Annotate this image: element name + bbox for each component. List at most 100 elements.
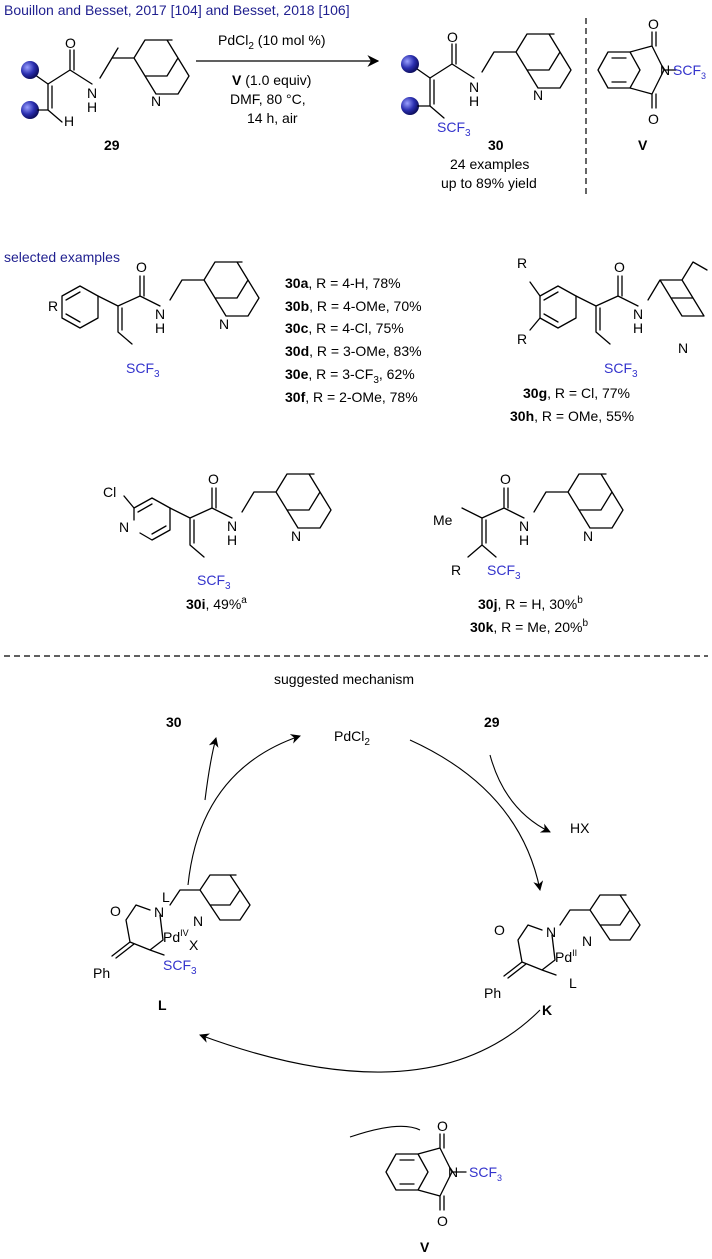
svg-text:O: O (437, 1213, 448, 1229)
svg-text:N: N (583, 528, 593, 544)
svg-text:PdII: PdII (555, 948, 577, 965)
svg-text:30c, R = 4-Cl, 75%: 30c, R = 4-Cl, 75% (285, 320, 404, 336)
svg-text:SCF3: SCF3 (197, 572, 231, 592)
reaction-arrow: PdCl2 (10 mol %) V (1.0 equiv) DMF, 80 °… (196, 32, 380, 126)
mech-substrate-29: 29 (484, 714, 500, 730)
svg-text:R: R (517, 255, 527, 271)
mechanism-title: suggested mechanism (274, 671, 414, 687)
reagent-V-top: O N O SCF3 V (597, 16, 706, 153)
svg-text:N: N (219, 316, 229, 332)
svg-text:H: H (64, 113, 74, 129)
svg-text:R: R (451, 562, 461, 578)
svg-text:N: N (193, 913, 203, 929)
svg-text:H: H (227, 532, 237, 548)
svg-text:PdCl2 (10 mol %): PdCl2 (10 mol %) (218, 32, 326, 52)
svg-text:O: O (494, 922, 505, 938)
svg-text:N: N (678, 340, 688, 356)
mech-byproduct-HX: HX (570, 820, 590, 836)
svg-text:SCF3: SCF3 (673, 62, 706, 81)
selected-examples-title: selected examples (4, 249, 120, 265)
svg-text:30i, 49%a: 30i, 49%a (186, 595, 247, 612)
svg-text:N: N (87, 85, 97, 101)
svg-text:H: H (519, 532, 529, 548)
svg-text:Ph: Ph (93, 965, 110, 981)
svg-text:up to 89% yield: up to 89% yield (441, 175, 537, 191)
svg-text:24 examples: 24 examples (450, 156, 529, 172)
mech-catalyst: PdCl2 (334, 728, 370, 748)
label-30: 30 (488, 137, 504, 153)
svg-text:O: O (500, 471, 511, 487)
svg-text:N: N (660, 62, 670, 78)
label-K: K (542, 1002, 552, 1018)
svg-text:30b, R = 4-OMe, 70%: 30b, R = 4-OMe, 70% (285, 298, 422, 314)
list-30a-f: 30a, R = 4-H, 78% 30b, R = 4-OMe, 70% 30… (285, 275, 422, 405)
svg-text:14 h, air: 14 h, air (247, 110, 298, 126)
svg-text:Ph: Ph (484, 985, 501, 1001)
intermediate-L: O N L N PdIV X Ph SCF3 L (93, 874, 251, 1013)
mech-product-30: 30 (166, 714, 182, 730)
svg-text:SCF3: SCF3 (163, 957, 197, 977)
svg-text:30g, R = Cl, 77%: 30g, R = Cl, 77% (523, 385, 630, 401)
svg-text:O: O (447, 29, 458, 45)
label-V-bottom: V (420, 1239, 430, 1255)
svg-text:30k, R = Me, 20%b: 30k, R = Me, 20%b (470, 618, 588, 635)
svg-text:30d, R = 3-OMe, 83%: 30d, R = 3-OMe, 83% (285, 343, 422, 359)
svg-text:R: R (48, 298, 58, 314)
svg-text:SCF3: SCF3 (604, 360, 638, 380)
svg-text:N: N (546, 924, 556, 940)
svg-text:O: O (208, 471, 219, 487)
svg-text:H: H (633, 320, 643, 336)
svg-text:R: R (517, 331, 527, 347)
svg-text:SCF3: SCF3 (469, 1164, 502, 1183)
svg-text:H: H (87, 99, 97, 115)
intermediate-K: O N N PdII L Ph K (484, 894, 641, 1018)
svg-text:O: O (614, 259, 625, 275)
svg-text:30a, R = 4-H, 78%: 30a, R = 4-H, 78% (285, 275, 401, 291)
svg-text:PdIV: PdIV (163, 928, 189, 945)
svg-text:30h, R = OMe, 55%: 30h, R = OMe, 55% (510, 408, 634, 424)
svg-text:N: N (227, 518, 237, 534)
svg-text:DMF, 80 °C,: DMF, 80 °C, (230, 91, 306, 107)
product-30: O N H N SCF3 30 24 examples up to 89% yi… (401, 29, 572, 191)
svg-text:X: X (189, 937, 199, 953)
svg-text:30f, R = 2-OMe, 78%: 30f, R = 2-OMe, 78% (285, 389, 418, 405)
label-V-top: V (638, 137, 648, 153)
svg-text:L: L (162, 889, 170, 905)
svg-text:H: H (155, 320, 165, 336)
svg-text:N: N (448, 1164, 458, 1180)
svg-text:SCF3: SCF3 (487, 562, 521, 582)
label-29: 29 (104, 137, 120, 153)
svg-text:N: N (582, 933, 592, 949)
structure-30j-k: Me R O N H N SCF3 30j, R = H, 30%b 30k, … (433, 471, 624, 635)
svg-text:O: O (136, 259, 147, 275)
svg-text:O: O (648, 16, 659, 32)
svg-text:N: N (533, 87, 543, 103)
svg-text:O: O (65, 35, 76, 51)
catalytic-cycle (187, 734, 551, 1138)
starting-material-29: O N H H N 29 (21, 35, 190, 153)
svg-text:N: N (119, 519, 129, 535)
svg-text:30j, R = H, 30%b: 30j, R = H, 30%b (478, 595, 583, 612)
structure-30g-h: R R O N H N SCF3 30g, R = Cl, 77% 30h, R… (510, 255, 708, 424)
svg-text:O: O (110, 903, 121, 919)
svg-text:Cl: Cl (103, 484, 116, 500)
svg-text:SCF3: SCF3 (126, 360, 160, 380)
svg-text:30e, R = 3-CF3, 62%: 30e, R = 3-CF3, 62% (285, 366, 415, 386)
svg-text:H: H (469, 93, 479, 109)
svg-text:N: N (469, 79, 479, 95)
reagent-V-bottom: O N O SCF3 V (385, 1118, 502, 1255)
svg-text:N: N (291, 528, 301, 544)
svg-text:N: N (155, 306, 165, 322)
label-L: L (158, 997, 167, 1013)
citation-header: Bouillon and Besset, 2017 [104] and Bess… (4, 2, 350, 18)
svg-text:O: O (437, 1118, 448, 1134)
structure-30a-f: R O N H N SCF3 (48, 259, 260, 380)
svg-text:L: L (569, 975, 577, 991)
svg-text:V (1.0 equiv): V (1.0 equiv) (232, 72, 311, 88)
svg-text:N: N (151, 93, 161, 109)
svg-text:O: O (648, 111, 659, 127)
svg-text:Me: Me (433, 512, 453, 528)
structure-30i: Cl N O N H N SCF3 30i, 49%a (103, 471, 332, 612)
svg-text:N: N (154, 904, 164, 920)
svg-text:N: N (519, 518, 529, 534)
